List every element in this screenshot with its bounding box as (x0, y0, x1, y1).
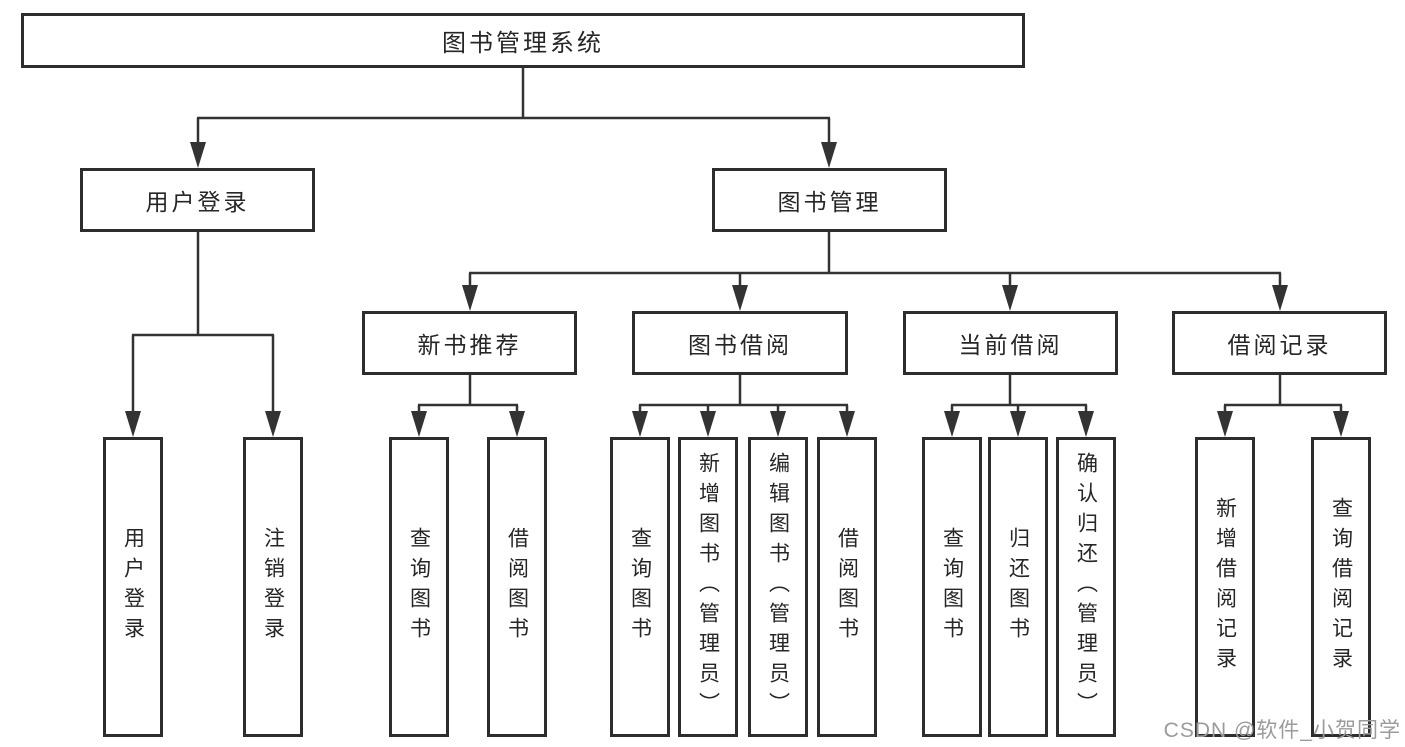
node-new-book-recommendation: 新书推荐 (362, 311, 577, 375)
node-label: 图书管理系统 (442, 30, 604, 57)
leaf-query-borrow-record: 查询借阅记录 (1311, 437, 1371, 737)
node-library-management-system: 图书管理系统 (21, 13, 1025, 68)
node-label: 用户登录 (145, 189, 250, 215)
node-label: 借阅图书 (835, 527, 859, 647)
node-label: 借阅图书 (505, 527, 529, 647)
node-label: 编辑图书（管理员） (766, 452, 790, 722)
node-borrowing-records: 借阅记录 (1172, 311, 1387, 375)
leaf-confirm-return-admin: 确认归还（管理员） (1056, 437, 1116, 737)
leaf-user-login: 用户登录 (103, 437, 163, 737)
node-label: 注销登录 (261, 527, 285, 647)
leaf-edit-books-admin: 编辑图书（管理员） (748, 437, 808, 737)
node-user-login: 用户登录 (80, 168, 315, 232)
node-label: 新书推荐 (417, 332, 522, 358)
node-label: 借阅记录 (1227, 332, 1332, 358)
leaf-logout: 注销登录 (243, 437, 303, 737)
node-label: 新增图书（管理员） (696, 452, 720, 722)
node-label: 查询图书 (940, 527, 964, 647)
node-label: 新增借阅记录 (1213, 497, 1237, 677)
node-book-management: 图书管理 (712, 168, 947, 232)
leaf-borrow-books: 借阅图书 (817, 437, 877, 737)
node-label: 用户登录 (121, 527, 145, 647)
node-label: 查询借阅记录 (1329, 497, 1353, 677)
leaf-query-books: 查询图书 (922, 437, 982, 737)
leaf-add-borrow-record: 新增借阅记录 (1195, 437, 1255, 737)
node-label: 查询图书 (628, 527, 652, 647)
node-label: 图书借阅 (688, 332, 792, 358)
node-label: 查询图书 (407, 527, 431, 647)
arrowheads (125, 142, 1349, 437)
csdn-watermark: CSDN @软件_小贺同学 (1163, 719, 1401, 742)
node-label: 确认归还（管理员） (1074, 452, 1098, 722)
leaf-query-books: 查询图书 (610, 437, 670, 737)
leaf-return-books: 归还图书 (988, 437, 1048, 737)
node-label: 图书管理 (777, 189, 882, 215)
node-current-borrowing: 当前借阅 (903, 311, 1118, 375)
node-book-borrowing: 图书借阅 (632, 311, 848, 375)
node-label: 当前借阅 (958, 332, 1063, 358)
leaf-query-books: 查询图书 (389, 437, 449, 737)
node-label: 归还图书 (1006, 527, 1030, 647)
leaf-borrow-books: 借阅图书 (487, 437, 547, 737)
leaf-add-books-admin: 新增图书（管理员） (678, 437, 738, 737)
